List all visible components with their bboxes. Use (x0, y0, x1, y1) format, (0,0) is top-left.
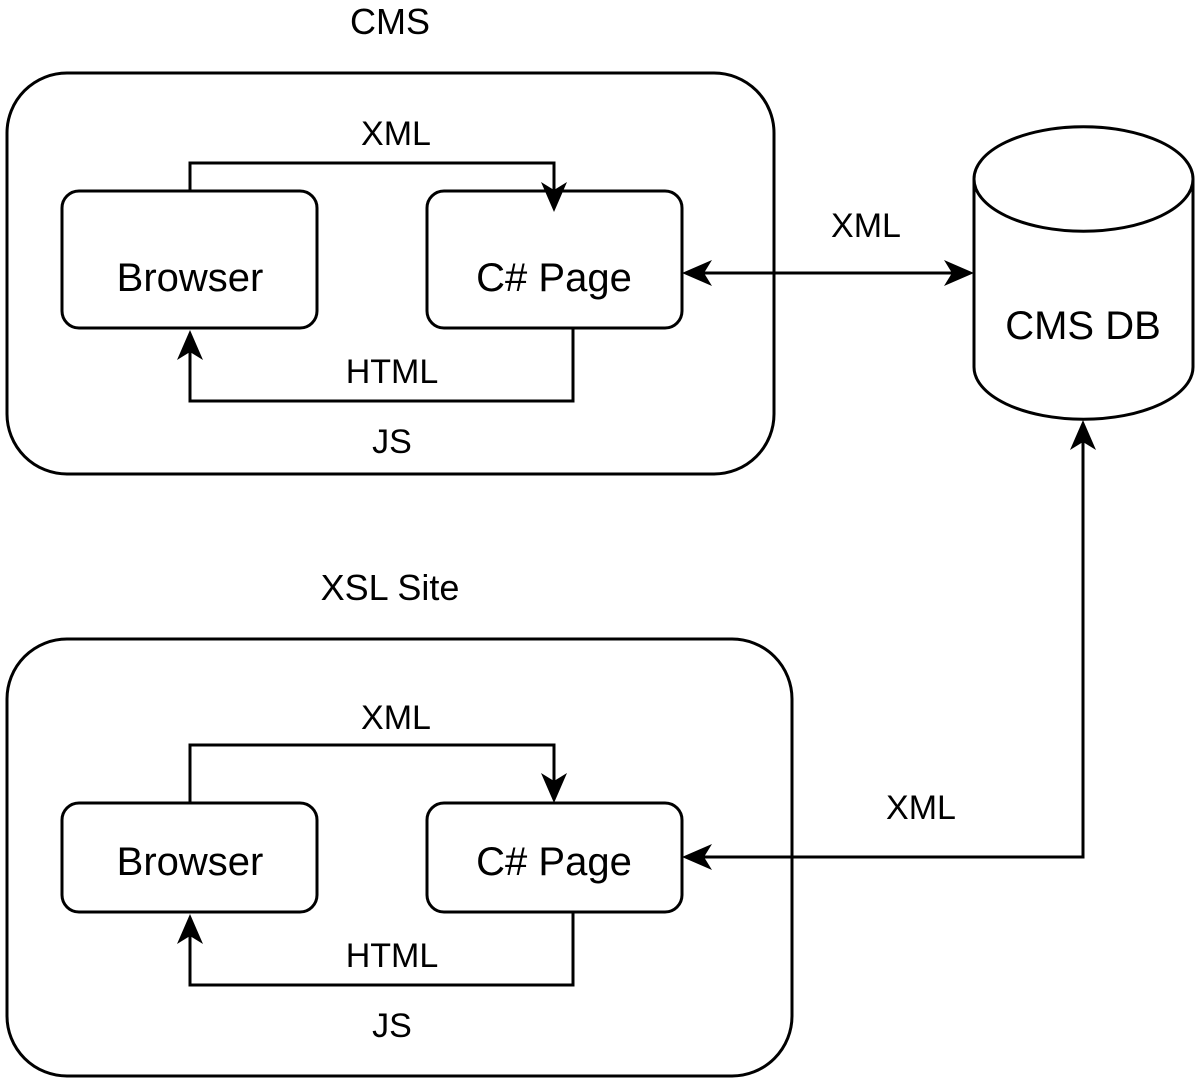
xsl-response-arrowhead (177, 914, 203, 944)
cms-db-cylinder (972, 125, 1195, 421)
cms-db-arrowhead-right (944, 260, 974, 286)
xsl-response-connector (188, 912, 575, 987)
xsl-script-label: JS (372, 1007, 412, 1045)
xsl-browser-label: Browser (117, 840, 264, 884)
db-xsl-connector (702, 440, 1085, 859)
xsl-site-group-title: XSL Site (321, 567, 460, 608)
cms-request-connector (188, 161, 556, 192)
cms-group: CMS Browser C# Page XML HTML JS (5, 1, 776, 476)
db-xsl-link: XML (682, 420, 1096, 870)
cms-response-arrowhead (177, 330, 203, 360)
cms-db-link-label: XML (831, 207, 901, 245)
db-xsl-arrowhead-up (1070, 420, 1096, 450)
db-xsl-arrowhead-left (682, 844, 712, 870)
cms-db-link: XML (682, 207, 974, 286)
xsl-page-label: C# Page (476, 840, 632, 884)
cms-response-connector (188, 328, 575, 403)
cms-db-cylinder-rim (972, 178, 1195, 233)
cms-group-title: CMS (350, 1, 430, 42)
cms-request-arrowhead (541, 182, 567, 212)
cms-script-label: JS (372, 423, 412, 461)
cms-page-label: C# Page (476, 256, 632, 300)
cms-response-label: HTML (346, 353, 439, 391)
xsl-site-group: XSL Site Browser C# Page XML HTML JS (5, 567, 794, 1078)
cms-browser-label: Browser (117, 256, 264, 300)
xsl-request-arrowhead (541, 773, 567, 803)
xsl-response-label: HTML (346, 937, 439, 975)
cms-request-label: XML (361, 115, 431, 153)
cms-db-arrowhead-left (682, 260, 712, 286)
xsl-request-connector (188, 743, 556, 803)
db-xsl-link-label: XML (886, 789, 956, 827)
cms-db-label: CMS DB (1005, 304, 1161, 348)
cms-db-group: CMS DB (972, 125, 1195, 421)
xsl-page-node (425, 801, 684, 914)
xsl-request-label: XML (361, 699, 431, 737)
